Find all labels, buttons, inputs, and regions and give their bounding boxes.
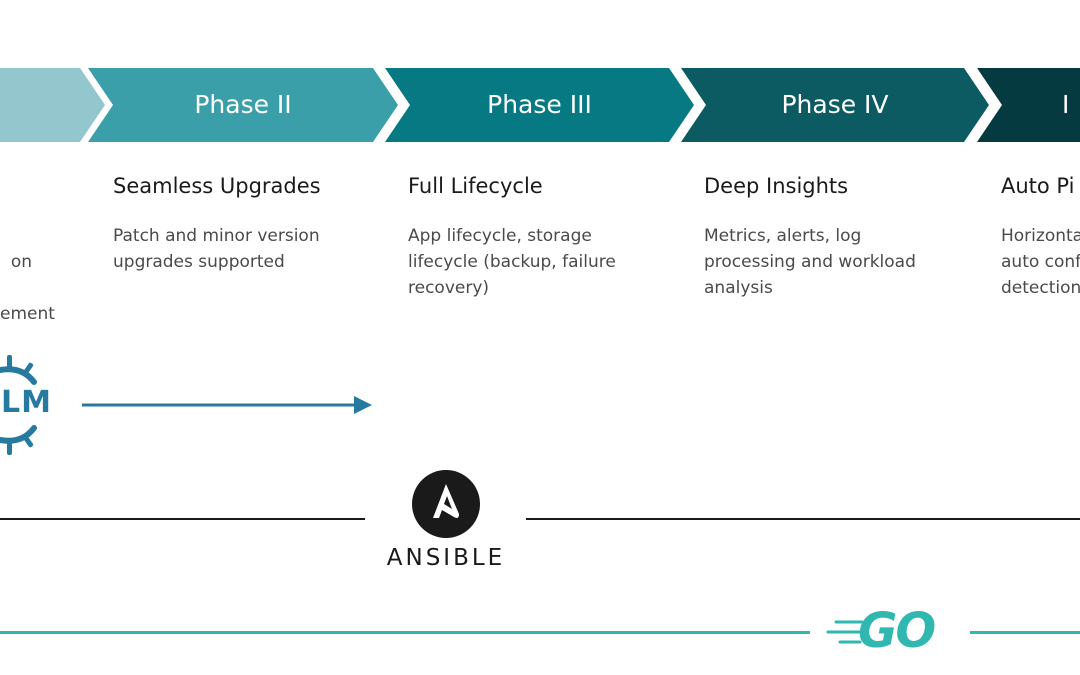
chevron-phase-3 [385,68,694,142]
phase-5-description: Horizonta auto conf detection [1001,223,1080,303]
helm-wheel-icon [0,355,37,455]
go-line-left [0,631,810,634]
helm-logo-text: LM [1,385,52,420]
ansible-line-right [526,518,1080,520]
phase-2-title: Seamless Upgrades [113,174,321,198]
go-logo-text: GO [858,603,936,659]
phase-chevron-row: Phase II Phase III Phase IV I [0,0,1080,180]
go-speed-lines-icon [826,620,864,644]
chevron-phase-5 [977,68,1080,142]
ansible-logo-text: ANSIBLE [386,545,506,571]
phase-4-description: Metrics, alerts, log processing and work… [704,226,916,298]
phase-1-description-text: on ement [0,252,55,324]
ansible-line-left [0,518,365,520]
phase-2-label: Phase II [194,90,292,119]
phase-3-description: App lifecycle, storage lifecycle (backup… [408,226,616,298]
ansible-icon [412,470,480,538]
phase-5-title: Auto Pi [1001,174,1075,198]
phase-5-label: I [1062,90,1070,119]
chevron-shapes [0,68,1080,142]
phase-3-label: Phase III [487,90,592,119]
phase-3-title: Full Lifecycle [408,174,543,198]
chevron-phase-2 [88,68,398,142]
phase-2-description: Patch and minor version upgrades support… [113,226,320,272]
helm-arrow [82,396,372,414]
chevron-phase-1 [0,68,105,142]
chevron-phase-4 [681,68,989,142]
phase-4-title: Deep Insights [704,174,849,198]
phase-5-description-text: Horizonta auto conf detection [1001,226,1080,298]
phase-1-description: on ement [0,223,62,327]
phase-4-label: Phase IV [781,90,889,119]
go-line-right [970,631,1080,634]
